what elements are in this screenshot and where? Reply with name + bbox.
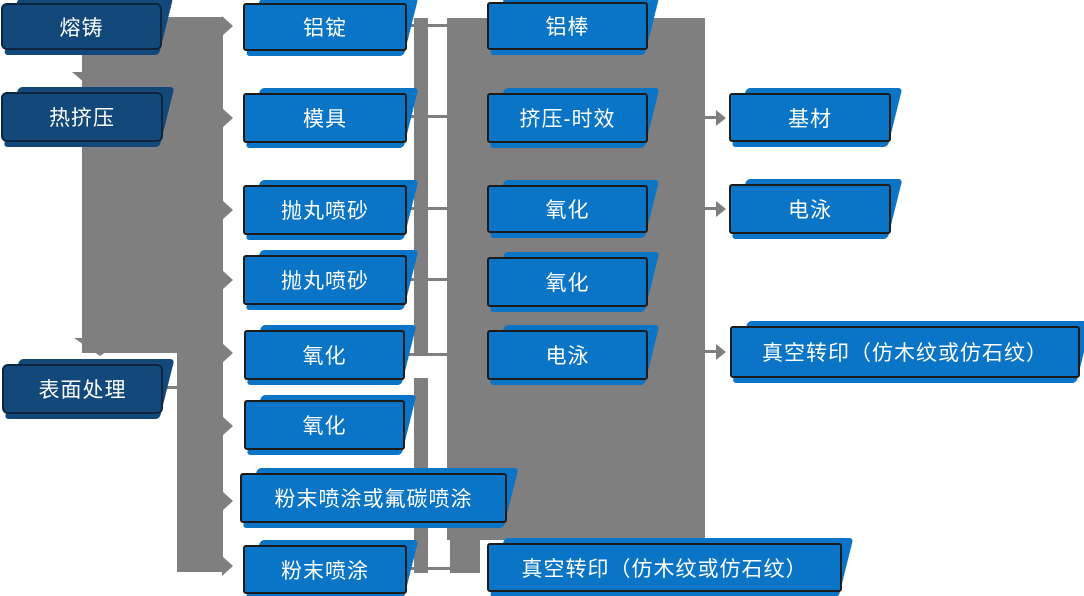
node-mold-label: 模具 — [303, 108, 347, 131]
node-oxidation-1-label: 氧化 — [302, 345, 347, 368]
node-vacuum-transfer-print-1-label: 真空转印（仿木纹或仿石纹） — [521, 557, 808, 581]
node-vacuum-transfer-print-2-label: 真空转印（仿木纹或仿石纹） — [762, 342, 1048, 365]
node-electrophoresis-2: 电泳 — [729, 184, 891, 234]
node-oxidation-1: 氧化 — [244, 330, 405, 380]
connector-line-oxidation1-row — [405, 353, 450, 356]
arrow-to-electrophoresis-2 — [716, 201, 726, 217]
node-surface-treatment-label: 表面处理 — [38, 379, 127, 402]
arrow-to-powder-coating — [222, 556, 233, 576]
connector-center-block-leg — [450, 540, 480, 573]
node-shot-blasting-2-label: 抛丸喷砂 — [281, 270, 369, 293]
node-powder-coating: 粉末喷涂 — [243, 545, 407, 594]
connector-collector-bar-upper — [414, 18, 428, 353]
connector-line-powdercoat-row — [405, 567, 452, 570]
node-aluminum-ingot-label: 铝锭 — [303, 17, 347, 40]
node-vacuum-transfer-print-2: 真空转印（仿木纹或仿石纹） — [730, 326, 1080, 378]
connector-left-main-bar — [82, 17, 223, 353]
node-powder-or-fluorocarbon-coating-label: 粉末喷涂或氟碳喷涂 — [274, 488, 473, 511]
node-melt-casting-label: 熔铸 — [59, 16, 104, 40]
arrow-to-shot-blasting-2 — [222, 270, 233, 290]
node-electrophoresis-1: 电泳 — [487, 330, 648, 380]
node-shot-blasting-1-label: 抛丸喷砂 — [281, 200, 369, 223]
node-base-material-label: 基材 — [788, 107, 832, 131]
node-electrophoresis-2-label: 电泳 — [788, 199, 832, 222]
arrow-to-shot-blasting-1 — [222, 200, 233, 220]
arrow-to-powder-or-fluorocarbon — [222, 491, 233, 511]
arrow-to-vacuum-transfer-print-2 — [716, 344, 726, 360]
node-aluminum-rod: 铝棒 — [487, 2, 648, 50]
arrow-to-oxidation-1 — [222, 343, 233, 363]
node-surface-treatment: 表面处理 — [2, 364, 163, 414]
node-oxidation-2-label: 氧化 — [302, 415, 347, 438]
arrow-to-oxidation-2 — [222, 416, 233, 436]
node-oxidation-4-label: 氧化 — [545, 272, 590, 295]
connector-line-mold-row — [405, 115, 450, 118]
node-mold: 模具 — [243, 93, 407, 143]
connector-shaft-vacuum-print — [705, 350, 719, 353]
arrow-to-aluminum-ingot — [222, 16, 233, 36]
connector-line-shotblast2-row — [405, 278, 450, 281]
node-shot-blasting-1: 抛丸喷砂 — [243, 185, 407, 235]
node-oxidation-2: 氧化 — [244, 400, 405, 450]
node-oxidation-4: 氧化 — [487, 257, 648, 307]
node-hot-extrusion: 热挤压 — [1, 92, 163, 142]
node-electrophoresis-1-label: 电泳 — [545, 345, 590, 368]
connector-left-lower-bar — [177, 353, 223, 572]
connector-line-ingot-row — [405, 24, 450, 27]
arrow-to-surface-treatment — [74, 338, 126, 356]
connector-shaft-electrophoresis — [705, 207, 719, 210]
node-base-material: 基材 — [729, 93, 891, 142]
node-shot-blasting-2: 抛丸喷砂 — [243, 255, 407, 305]
connector-shaft-base-material — [705, 116, 719, 119]
node-vacuum-transfer-print-1: 真空转印（仿木纹或仿石纹） — [487, 543, 842, 592]
connector-line-surface-treatment — [163, 386, 179, 389]
node-aluminum-rod-label: 铝棒 — [545, 16, 590, 39]
arrow-to-base-material — [716, 110, 726, 126]
arrow-to-hot-extrusion — [72, 72, 112, 89]
connector-line-shotblast1-row — [405, 207, 450, 210]
node-melt-casting: 熔铸 — [1, 3, 162, 50]
node-extrusion-aging-label: 挤压-时效 — [519, 108, 616, 131]
arrow-to-mold — [222, 108, 233, 128]
node-aluminum-ingot: 铝锭 — [243, 3, 407, 51]
node-hot-extrusion-label: 热挤压 — [49, 107, 115, 130]
node-oxidation-3-label: 氧化 — [545, 199, 590, 222]
node-extrusion-aging: 挤压-时效 — [487, 93, 648, 143]
node-oxidation-3: 氧化 — [487, 185, 648, 233]
node-powder-coating-label: 粉末喷涂 — [281, 559, 369, 583]
node-powder-or-fluorocarbon-coating: 粉末喷涂或氟碳喷涂 — [240, 473, 507, 523]
